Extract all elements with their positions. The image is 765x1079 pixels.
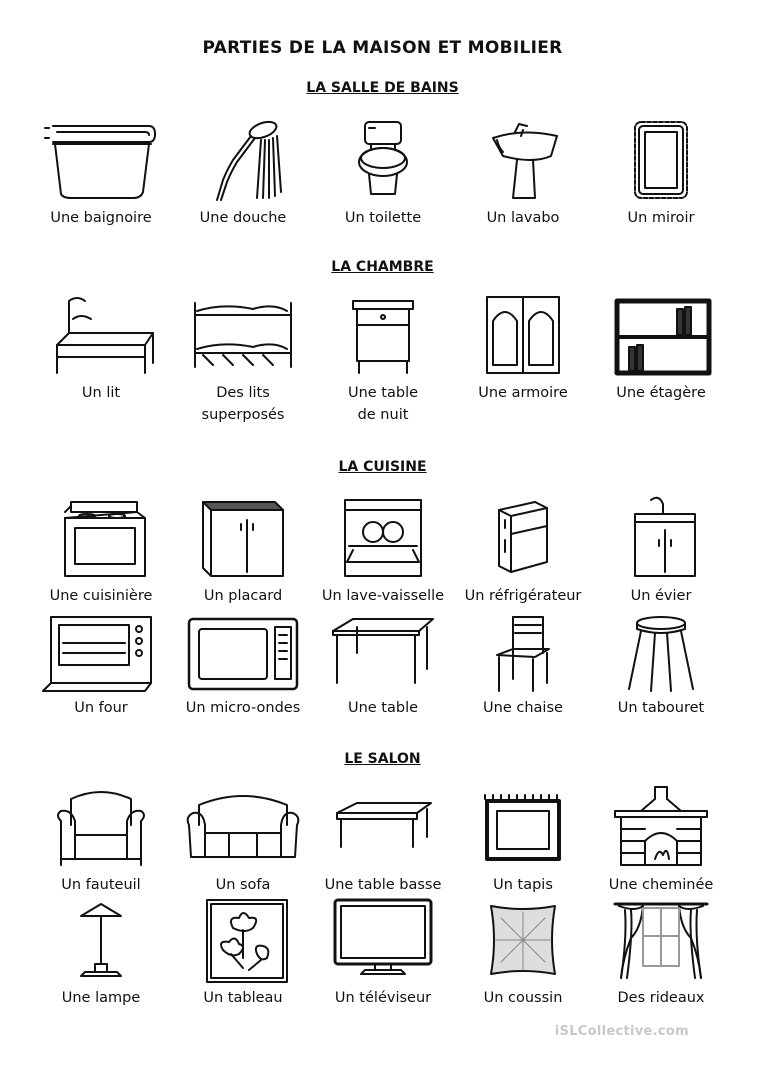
item-chair: Une chaise xyxy=(453,613,593,719)
item-label: Un lavabo xyxy=(486,210,560,226)
item-shower: Une douche xyxy=(173,118,313,229)
item-label: Un fauteuil xyxy=(61,877,141,893)
lamp-icon xyxy=(80,903,122,977)
section-heading-bathroom: LA SALLE DE BAINS xyxy=(306,80,459,96)
item-label: Un miroir xyxy=(627,210,695,226)
item-label: Une table de nuit xyxy=(347,385,419,423)
shower-icon xyxy=(216,120,282,201)
bathtub-icon xyxy=(44,125,156,199)
item-bathtub: Une baignoire xyxy=(31,118,171,229)
item-stool: Un tabouret xyxy=(591,613,731,719)
item-toilet: Un toilette xyxy=(313,118,453,229)
item-shelf: Une étagère xyxy=(591,293,731,404)
coffee-table-icon xyxy=(336,802,432,848)
item-painting: Un tableau xyxy=(173,898,313,1009)
item-label: Un tabouret xyxy=(617,700,705,716)
item-armchair: Un fauteuil xyxy=(31,785,171,896)
item-rug: Un tapis xyxy=(453,785,593,896)
item-cupboard: Un placard xyxy=(173,496,313,607)
kitchen-sink-icon xyxy=(634,496,696,577)
item-label: Une lampe xyxy=(61,990,141,1006)
section-heading-living-room: LE SALON xyxy=(344,751,421,767)
item-bed: Un lit xyxy=(31,293,171,404)
item-sofa: Un sofa xyxy=(173,785,313,896)
item-stove: Une cuisinière xyxy=(31,496,171,607)
item-label: Une douche xyxy=(199,210,287,226)
item-lamp: Une lampe xyxy=(31,898,171,1009)
painting-icon xyxy=(206,899,288,983)
item-kitchen-sink: Un évier xyxy=(591,496,731,607)
sofa-icon xyxy=(186,795,300,858)
tv-icon xyxy=(333,898,433,975)
item-tv: Un téléviseur xyxy=(313,898,453,1009)
item-label: Un placard xyxy=(203,588,283,604)
item-label: Un téléviseur xyxy=(334,990,432,1006)
nightstand-icon xyxy=(352,300,414,374)
table-icon xyxy=(332,618,434,684)
item-label: Une table basse xyxy=(324,877,442,893)
chair-icon xyxy=(496,616,550,692)
sink-icon xyxy=(492,123,558,199)
item-nightstand: Une table de nuit xyxy=(313,293,453,426)
item-bunk-bed: Des lits superposés xyxy=(173,293,313,426)
item-label: Un lave-vaisselle xyxy=(321,588,445,604)
mirror-icon xyxy=(634,121,688,199)
cushion-icon xyxy=(490,905,556,975)
microwave-icon xyxy=(187,617,299,691)
wardrobe-icon xyxy=(486,296,560,374)
item-mirror: Un miroir xyxy=(591,118,731,229)
item-fridge: Un réfrigérateur xyxy=(453,496,593,607)
stove-icon xyxy=(64,501,146,577)
item-label: Une table xyxy=(347,700,419,716)
fireplace-icon xyxy=(614,786,708,866)
item-label: Un évier xyxy=(630,588,692,604)
fridge-icon xyxy=(498,501,548,573)
item-label: Un toilette xyxy=(344,210,422,226)
item-label: Une étagère xyxy=(616,385,706,401)
bed-icon xyxy=(56,297,154,374)
item-wardrobe: Une armoire xyxy=(453,293,593,404)
item-label: Une armoire xyxy=(478,385,568,401)
bunk-bed-icon xyxy=(194,302,292,368)
section-heading-bedroom: LA CHAMBRE xyxy=(331,259,434,275)
shelf-icon xyxy=(614,298,712,376)
item-curtains: Des rideaux xyxy=(591,898,731,1009)
dishwasher-icon xyxy=(344,499,422,577)
item-label: Des rideaux xyxy=(617,990,705,1006)
item-label: Un four xyxy=(74,700,128,716)
rug-icon xyxy=(484,794,561,861)
item-label: Un micro-ondes xyxy=(185,700,301,716)
item-fireplace: Une cheminée xyxy=(591,785,731,896)
item-oven: Un four xyxy=(31,613,171,719)
item-label: Une cuisinière xyxy=(49,588,153,604)
item-label: Un coussin xyxy=(483,990,563,1006)
page-title: PARTIES DE LA MAISON ET MOBILIER xyxy=(202,38,563,58)
curtains-icon xyxy=(613,902,709,979)
section-heading-kitchen: LA CUISINE xyxy=(338,459,427,475)
item-table: Une table xyxy=(313,613,453,719)
item-microwave: Un micro-ondes xyxy=(173,613,313,719)
item-coffee-table: Une table basse xyxy=(313,785,453,896)
oven-icon xyxy=(42,616,152,692)
armchair-icon xyxy=(57,791,145,866)
stool-icon xyxy=(628,616,694,692)
item-label: Un tapis xyxy=(493,877,553,893)
item-label: Un sofa xyxy=(215,877,271,893)
item-label: Une baignoire xyxy=(50,210,152,226)
item-label: Une chaise xyxy=(483,700,563,716)
watermark: iSLCollective.com xyxy=(554,1024,689,1039)
item-label: Une cheminée xyxy=(608,877,714,893)
item-label: Un lit xyxy=(81,385,121,401)
item-dishwasher: Un lave-vaisselle xyxy=(313,496,453,607)
item-label: Un tableau xyxy=(203,990,283,1006)
cupboard-icon xyxy=(202,501,284,577)
toilet-icon xyxy=(358,121,408,195)
item-cushion: Un coussin xyxy=(453,898,593,1009)
item-sink: Un lavabo xyxy=(453,118,593,229)
item-label: Un réfrigérateur xyxy=(464,588,582,604)
item-label: Des lits superposés xyxy=(201,385,285,423)
